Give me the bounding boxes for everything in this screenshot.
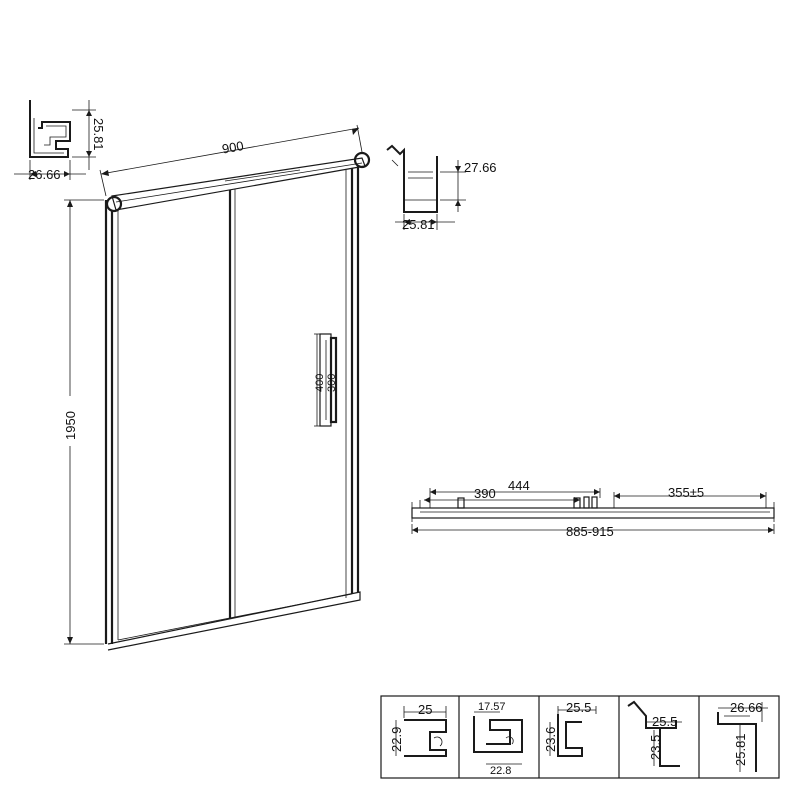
- door-width-label: 900: [221, 138, 245, 157]
- profile-cell-3: 25.5 23.6: [543, 700, 597, 757]
- top-right-profile-detail: 27.66 25.81: [386, 144, 497, 232]
- handle-inner-length-label: 300: [326, 374, 338, 392]
- top-left-profile-detail: 25.81 26.66: [14, 100, 106, 182]
- top-left-height-label: 25.81: [91, 118, 106, 151]
- profile-3-side-label: 23.6: [543, 727, 558, 752]
- profile-cell-2: 17.57 22.8: [473, 701, 523, 777]
- plan-range-label: 885-915: [566, 524, 614, 539]
- door-height-label: 1950: [63, 411, 78, 440]
- plan-view: 444 390 355±5 885-915: [411, 478, 775, 539]
- profile-cell-4: 25.5 23.5: [627, 700, 682, 767]
- profile-3-top-label: 25.5: [566, 700, 591, 715]
- profile-cell-1: 25 22.9: [389, 702, 447, 757]
- profile-4-side-label: 23.5: [648, 735, 663, 760]
- shower-door-elevation: 400 300 900 1950: [62, 124, 371, 651]
- profile-strip: 25 22.9 17.57 22.8 25.5 23.6: [380, 695, 780, 779]
- profile-5-top-label: 26.66: [730, 700, 763, 715]
- plan-opening-label: 355±5: [668, 485, 704, 500]
- profile-5-side-label: 25.81: [733, 733, 748, 766]
- top-right-width-label: 25.81: [402, 217, 435, 232]
- top-left-width-label: 26.66: [28, 167, 61, 182]
- plan-444-label: 444: [508, 478, 530, 493]
- profile-2-top-label: 17.57: [478, 701, 506, 713]
- profile-cell-5: 26.66 25.81: [717, 700, 768, 772]
- handle-outer-length-label: 400: [314, 374, 326, 392]
- plan-390-label: 390: [474, 486, 496, 501]
- profile-1-top-label: 25: [418, 702, 432, 717]
- profile-1-side-label: 22.9: [389, 727, 404, 752]
- top-right-height-label: 27.66: [464, 160, 497, 175]
- profile-2-bottom-label: 22.8: [490, 765, 511, 777]
- profile-4-top-label: 25.5: [652, 714, 677, 729]
